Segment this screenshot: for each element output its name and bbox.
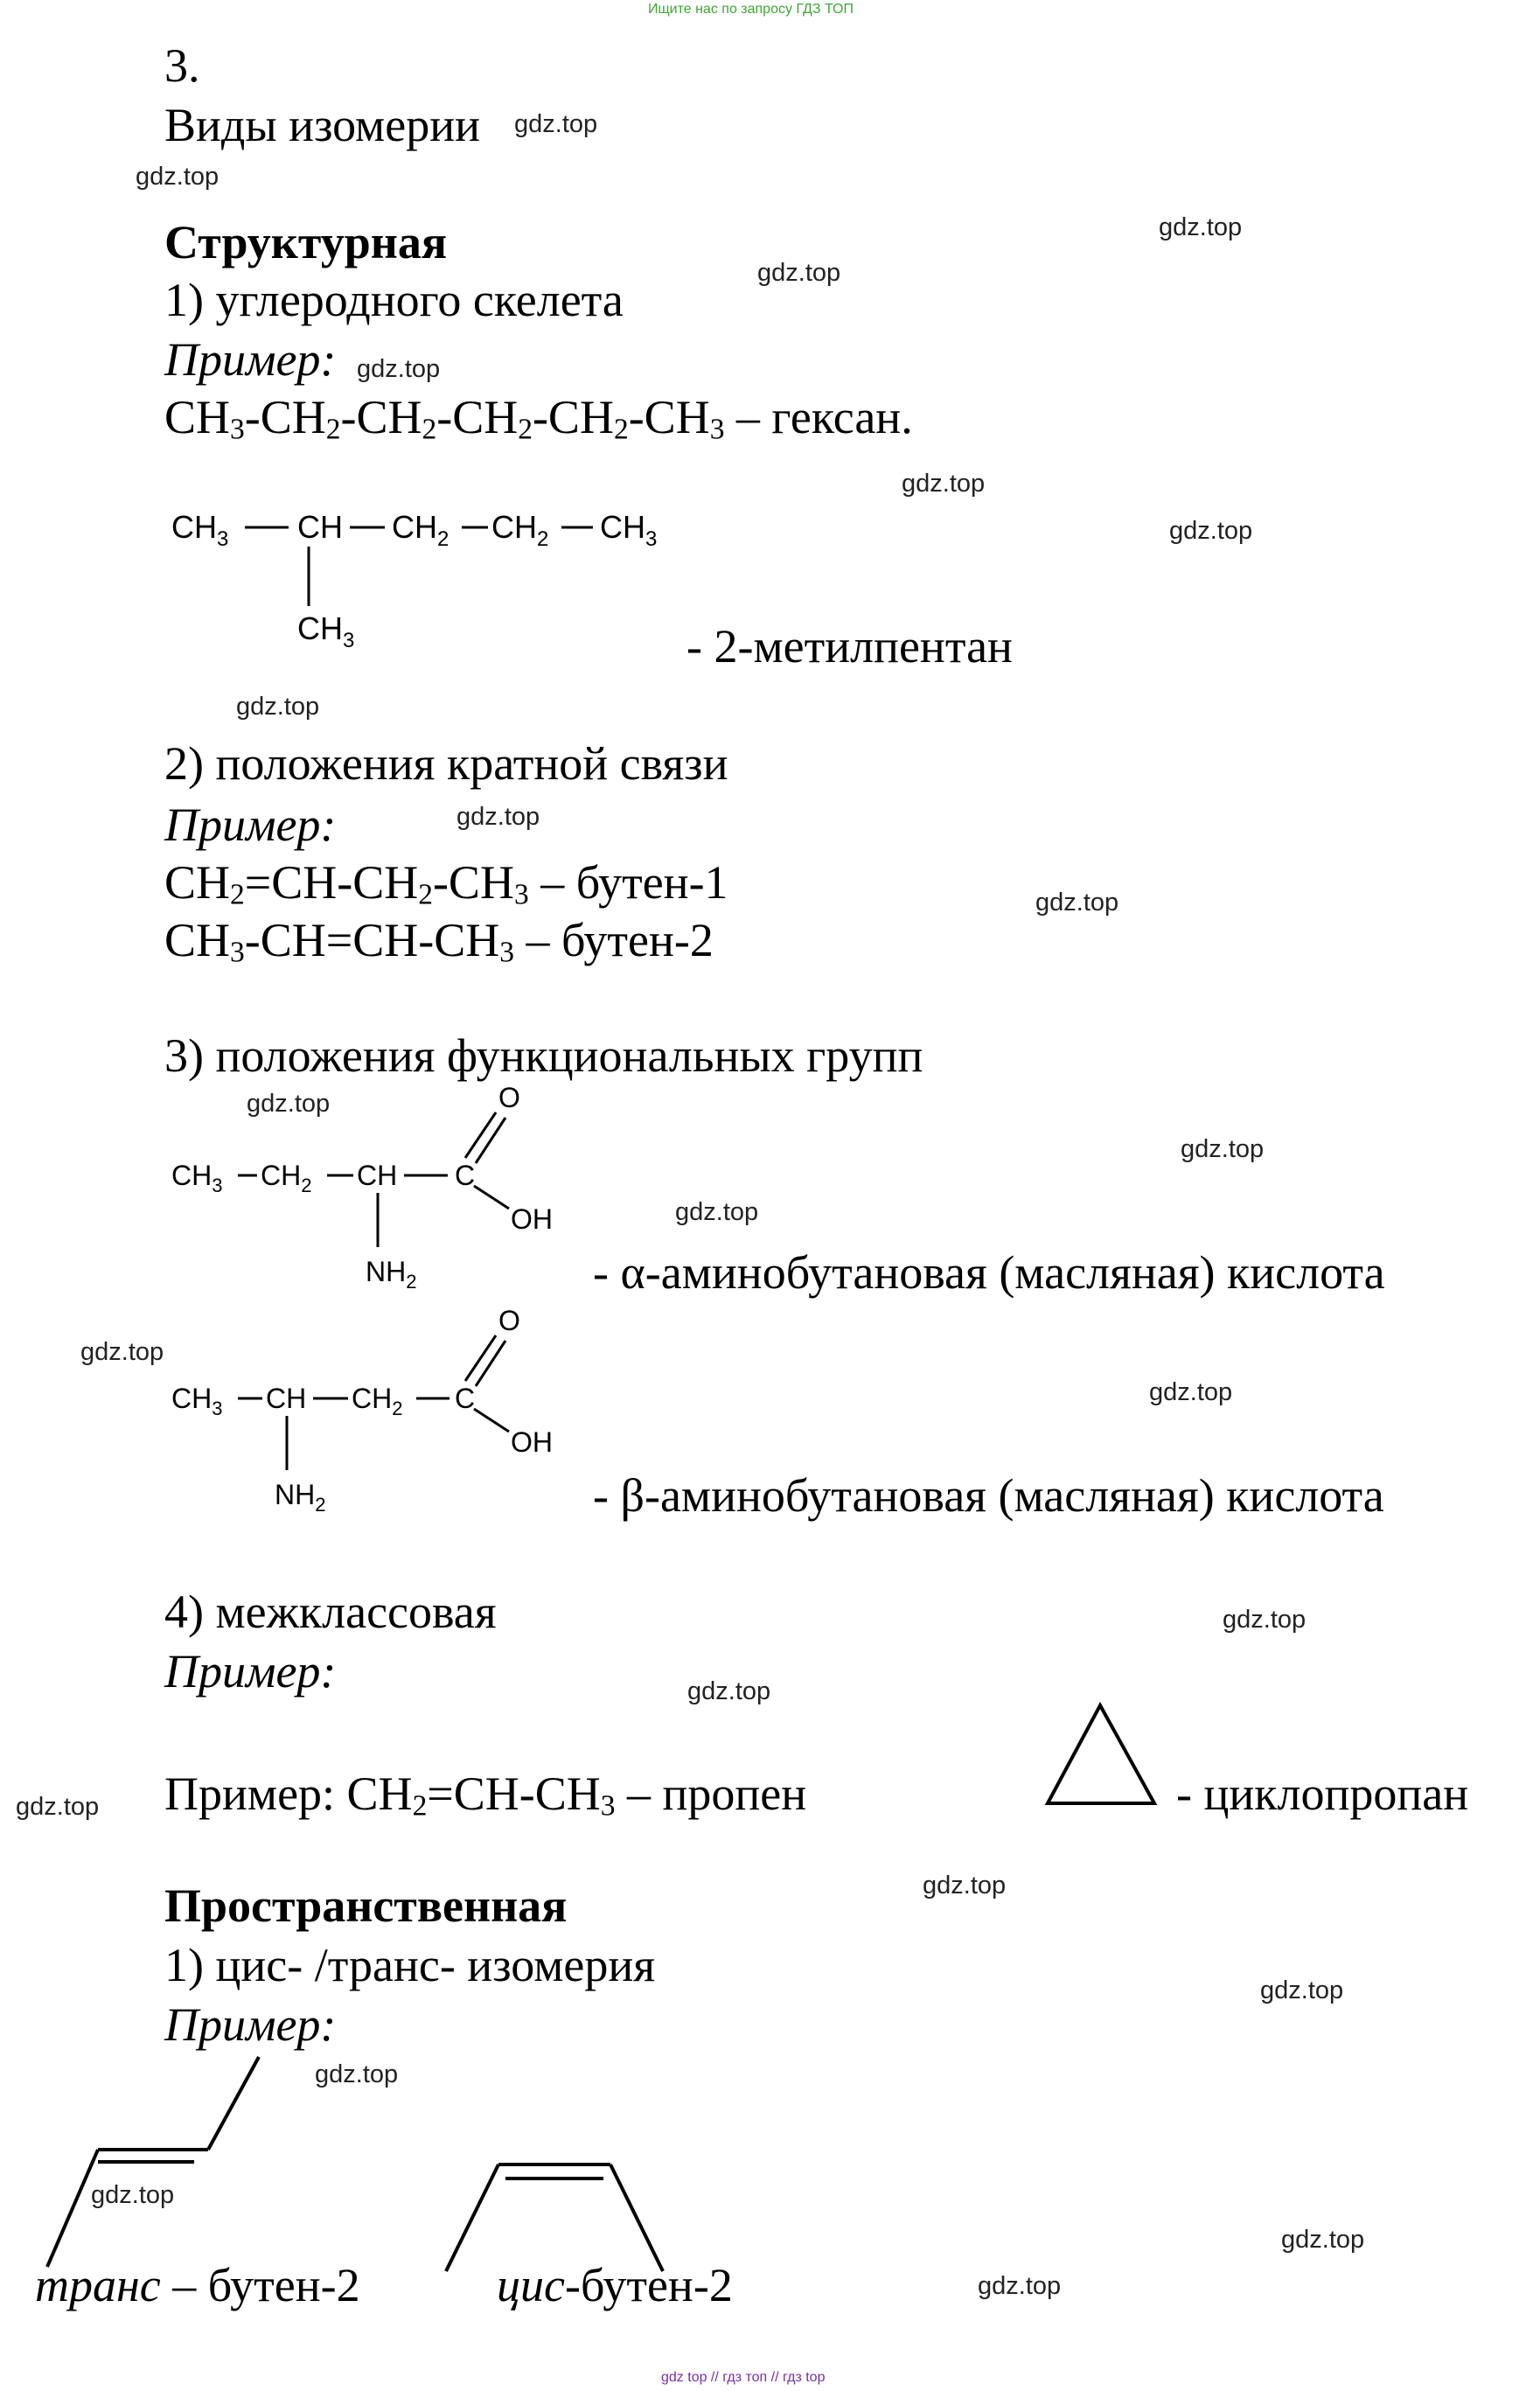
svg-text:C: C xyxy=(455,1160,475,1191)
propene-formula: Пример: CH2=CH-CH3 – пропен xyxy=(164,1767,807,1823)
watermark: gdz.top xyxy=(757,259,841,287)
watermark: gdz.top xyxy=(687,1677,771,1705)
svg-text:CH3: CH3 xyxy=(171,509,228,551)
watermark: gdz.top xyxy=(514,110,598,138)
alpha-aminobutanoic-structure: CH3 CH2 CH C O OH NH2 xyxy=(171,1082,553,1293)
watermark: gdz.top xyxy=(357,355,441,383)
svg-text:CH3: CH3 xyxy=(171,1160,222,1196)
watermark: gdz.top xyxy=(1281,2226,1365,2254)
butene1-formula: CH2=CH-CH2-CH3 – бутен-1 xyxy=(164,856,728,911)
spatial-heading: Пространственная xyxy=(164,1879,568,1932)
watermark: gdz.top xyxy=(16,1793,100,1821)
svg-text:CH2: CH2 xyxy=(352,1383,402,1419)
skeleton-title: 1) углеродного скелета xyxy=(164,274,624,326)
interclass-example-label: Пример: xyxy=(164,1645,337,1697)
svg-text:CH: CH xyxy=(266,1383,306,1414)
svg-text:CH2: CH2 xyxy=(392,509,449,551)
svg-text:CH3: CH3 xyxy=(600,509,657,551)
watermark: gdz.top xyxy=(923,1872,1007,1900)
trans-butene-label: транс – бутен-2 xyxy=(35,2259,360,2311)
butene2-formula: CH3-CH=CH-CH3 – бутен-2 xyxy=(164,914,714,969)
watermark: gdz.top xyxy=(236,693,320,721)
svg-text:CH2: CH2 xyxy=(261,1160,311,1196)
watermark: gdz.top xyxy=(1223,1606,1307,1634)
watermark: gdz.top xyxy=(1159,213,1243,241)
methylpentane-structure: CH3 CH CH2 CH2 CH3 CH3 xyxy=(171,509,657,652)
beta-caption: - β-аминобутановая (масляная) кислота xyxy=(593,1469,1384,1522)
svg-text:CH: CH xyxy=(297,509,343,545)
task-number: 3. xyxy=(164,39,200,92)
cis-trans-title: 1) цис- /транс- изомерия xyxy=(164,1939,656,1991)
multiple-bond-example-label: Пример: xyxy=(164,798,337,851)
watermark: gdz.top xyxy=(1149,1378,1233,1406)
svg-text:C: C xyxy=(455,1383,475,1414)
cis-butene-label: цис-бутен-2 xyxy=(497,2259,733,2311)
watermark: gdz.top xyxy=(1260,1976,1344,2004)
watermark: gdz.top xyxy=(315,2060,399,2088)
skeleton-example-label: Пример: xyxy=(164,333,337,386)
header-search-link[interactable]: Ищите нас по запросу ГДЗ ТОП xyxy=(648,2,854,17)
watermark: gdz.top xyxy=(91,2181,175,2209)
page-title: Виды изомерии xyxy=(164,99,480,151)
footer-links[interactable]: gdz top // гдз топ // гдз top xyxy=(661,2370,826,2385)
svg-text:O: O xyxy=(498,1305,520,1336)
svg-text:NH2: NH2 xyxy=(366,1256,416,1293)
svg-text:CH2: CH2 xyxy=(491,509,548,551)
cyclopropane-structure xyxy=(1044,1701,1158,1805)
interclass-title: 4) межклассовая xyxy=(164,1586,497,1638)
watermark: gdz.top xyxy=(1035,889,1119,917)
methylpentan-caption: - 2-метилпентан xyxy=(686,620,1013,673)
watermark: gdz.top xyxy=(1181,1135,1265,1163)
alpha-caption: - α-аминобутановая (масляная) кислота xyxy=(593,1246,1385,1299)
watermark: gdz.top xyxy=(978,2272,1062,2300)
svg-text:CH3: CH3 xyxy=(297,610,354,652)
svg-text:NH2: NH2 xyxy=(275,1479,325,1516)
trans-butene-structure xyxy=(45,2056,261,2268)
svg-text:O: O xyxy=(498,1082,520,1113)
structural-heading: Структурная xyxy=(164,216,448,268)
beta-aminobutanoic-structure: CH3 CH CH2 C O OH NH2 xyxy=(171,1305,553,1516)
cis-butene-structure xyxy=(444,2163,665,2272)
watermark: gdz.top xyxy=(1169,517,1253,545)
multiple-bond-title: 2) положения кратной связи xyxy=(164,737,728,790)
hexane-formula: CH3-CH2-CH2-CH2-CH2-CH3 – гексан. xyxy=(164,391,913,446)
watermark: gdz.top xyxy=(456,803,540,831)
svg-text:OH: OH xyxy=(511,1426,553,1458)
watermark: gdz.top xyxy=(675,1198,759,1226)
functional-title: 3) положения функциональных групп xyxy=(164,1029,923,1082)
watermark: gdz.top xyxy=(136,163,220,191)
watermark: gdz.top xyxy=(80,1338,164,1366)
svg-text:OH: OH xyxy=(511,1203,553,1235)
watermark: gdz.top xyxy=(247,1090,331,1118)
svg-text:CH: CH xyxy=(357,1160,397,1191)
cyclopropane-caption: - циклопропан xyxy=(1176,1767,1469,1820)
svg-text:CH3: CH3 xyxy=(171,1383,222,1419)
cis-trans-example-label: Пример: xyxy=(164,1998,337,2051)
watermark: gdz.top xyxy=(902,470,986,498)
